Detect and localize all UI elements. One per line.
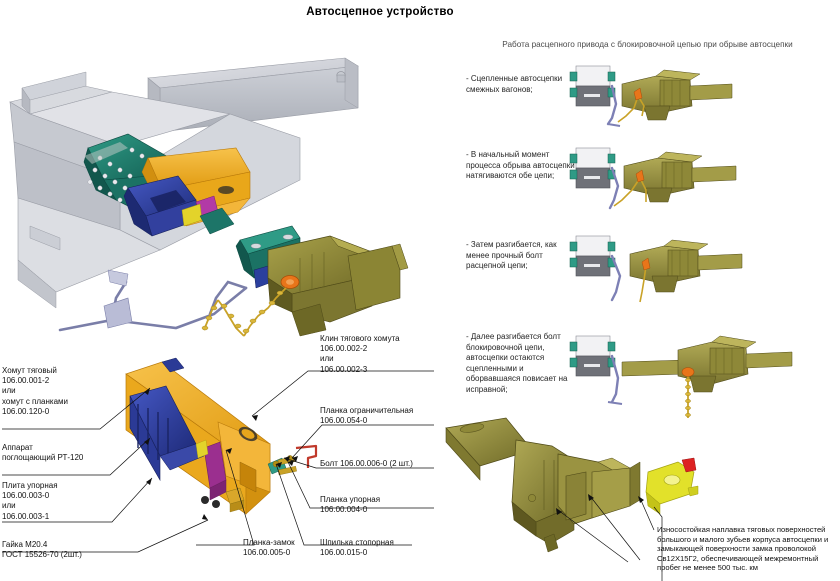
note-leader-line [653, 506, 663, 581]
uncoupling-lever [58, 280, 248, 332]
step-1-illustration [569, 65, 733, 127]
yoke-tail-teal [199, 207, 235, 235]
callout-yoke: Хомут тяговый 106.00.001-2 или хомут с п… [2, 366, 69, 416]
chain-links [201, 290, 284, 334]
coupler-lock-yellow [645, 457, 699, 515]
callout-leaders-left [2, 370, 434, 553]
main-assembly-illustration [9, 57, 409, 337]
right-panel-title: Работа расцепного привода с блокировочно… [502, 40, 793, 49]
step-3-caption: - Затем разгибается, как менее прочный б… [466, 240, 557, 270]
callout-thrust-plate: Плита упорная 106.00.003-0 или 106.00.00… [2, 481, 58, 521]
wear-surface-note: Износостойкая наплавка тяговых поверхнос… [657, 525, 829, 573]
callout-stud: Шпилька стопорная 106.00.015-0 [320, 538, 394, 558]
page-title: Автосцепное устройство [306, 6, 454, 18]
callout-lock-plate: Планка-замок 106.00.005-0 [243, 538, 295, 558]
step-2-caption: - В начальный момент процесса обрыва авт… [466, 150, 575, 180]
step-2-illustration [569, 147, 737, 210]
hardware-nuts [201, 487, 245, 513]
callout-absorber: Аппарат поглощающий РТ-120 [2, 443, 84, 463]
uncoupling-ring [280, 275, 300, 289]
callout-limit-plate: Планка ограничительная 106.00.054-0 [320, 406, 414, 426]
step-1-caption: - Сцепленные автосцепки смежных вагонов; [466, 74, 563, 94]
exploded-yoke-illustration [125, 357, 318, 515]
callout-bolt: Болт 106.00.006-0 (2 шт.) [320, 459, 413, 468]
step-3-illustration [569, 235, 743, 303]
lever-bracket [103, 269, 133, 329]
coupler-body-detail-illustration [445, 417, 699, 563]
step-4-caption: - Далее разгибается болт блокировочной ц… [466, 332, 568, 394]
callout-stop-plate: Планка упорная 106.00.004-0 [320, 495, 381, 515]
absorber-blue [123, 175, 199, 237]
coupler-body-olive [267, 235, 409, 337]
step-4-illustration [569, 335, 793, 418]
callout-nut: Гайка М20.4 ГОСТ 15526-70 (2шт.) [2, 540, 82, 560]
callout-wedge: Клин тягового хомута 106.00.002-2 или 10… [320, 334, 400, 374]
